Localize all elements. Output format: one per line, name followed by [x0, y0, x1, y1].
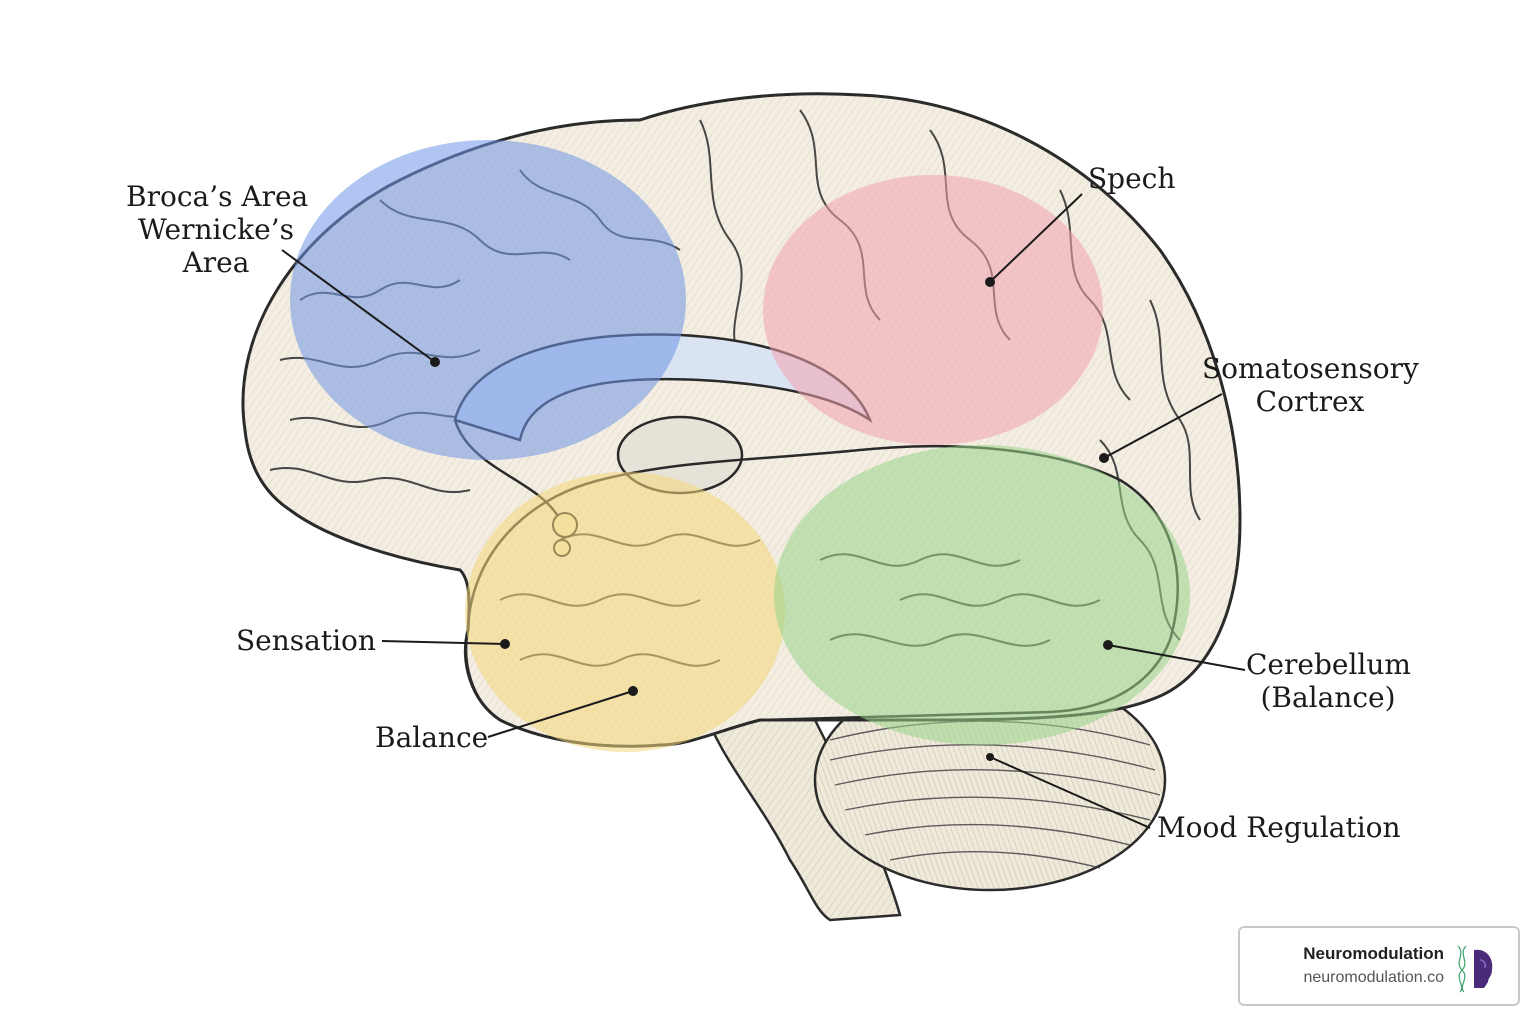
brand-logo-icon [1457, 945, 1493, 993]
label-somatosensory-line1: Somatosensory [1202, 352, 1419, 385]
leader-cerebellum [1107, 644, 1246, 671]
dot-sensation [500, 639, 510, 649]
region-blue [290, 140, 686, 460]
region-green [774, 445, 1190, 745]
label-broca-line2: Wernicke’s [138, 213, 294, 246]
leader-speech [989, 193, 1083, 283]
label-cerebellum-line2: (Balance) [1260, 681, 1396, 714]
region-pink [763, 175, 1103, 445]
leader-broca [281, 249, 436, 363]
label-sensation: Sensation [236, 624, 376, 657]
label-broca: Broca’s Area Wernicke’s Area [126, 180, 309, 279]
leader-mood [989, 756, 1151, 829]
label-broca-line3: Area [182, 246, 250, 279]
brand-name: Neuromodulation [1303, 944, 1444, 963]
dot-somatosensory [1099, 453, 1109, 463]
leader-balance [487, 690, 634, 738]
dot-mood [986, 753, 994, 761]
label-broca-line1: Broca’s Area [126, 180, 309, 213]
label-somatosensory: Somatosensory Cortrex [1202, 352, 1419, 418]
label-cerebellum: Cerebellum (Balance) [1246, 648, 1411, 714]
dot-cerebellum [1103, 640, 1113, 650]
leader-sensation [381, 640, 506, 645]
brand-url: neuromodulation.co [1303, 969, 1444, 986]
leader-somatosensory [1103, 393, 1223, 459]
label-cerebellum-line1: Cerebellum [1246, 648, 1411, 681]
region-yellow [465, 472, 785, 752]
dot-broca [430, 357, 440, 367]
label-somatosensory-line2: Cortrex [1255, 385, 1365, 418]
label-balance: Balance [375, 721, 489, 754]
label-mood: Mood Regulation [1157, 811, 1401, 844]
label-speech: Spech [1088, 162, 1176, 195]
brand-badge[interactable]: Neuromodulation neuromodulation.co [1238, 926, 1520, 1006]
dot-speech [985, 277, 995, 287]
dot-balance [628, 686, 638, 696]
